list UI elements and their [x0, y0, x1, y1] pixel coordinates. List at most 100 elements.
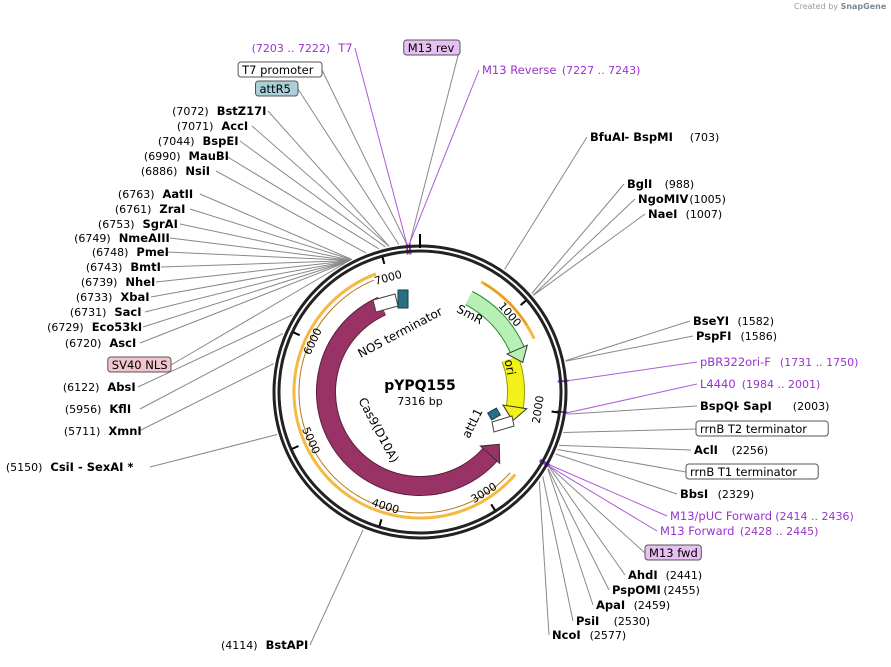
- label-name: BstAPI: [266, 638, 309, 652]
- leader-line: [137, 314, 293, 388]
- site-label-m13-forward: M13 Forward(2428 .. 2445): [660, 524, 818, 538]
- label-position: (5956): [65, 403, 102, 416]
- label-text: T7 promoter: [241, 63, 314, 77]
- label-name: BstZ17I: [217, 104, 267, 118]
- leader-line: [321, 69, 407, 244]
- leader-line: [555, 453, 678, 495]
- site-label-bfuai: BfuAI - BspMI(703): [590, 130, 719, 144]
- site-label-acci: (7071) AccI: [177, 119, 248, 133]
- site-label-maubi: (6990)MauBI: [144, 149, 229, 163]
- label-name: PmeI: [136, 245, 169, 259]
- label-position: (5150): [6, 461, 43, 474]
- label-name: SacI: [114, 305, 141, 319]
- label-position: (2577): [590, 629, 627, 642]
- tick-mark: [381, 256, 386, 265]
- label-box: [695, 420, 829, 437]
- site-label-psii: PsiI(2530): [576, 614, 650, 628]
- credit-text: Created by: [794, 2, 839, 11]
- label-position: (1586): [741, 330, 778, 343]
- snapgene-logo-text: SnapGene: [840, 2, 887, 11]
- feature-smr: [465, 291, 524, 353]
- site-label-t7-promoter: T7 promoter: [237, 61, 323, 78]
- label-name: AbsI: [107, 380, 135, 394]
- label-name: pBR322ori-F: [700, 355, 771, 369]
- leader-line: [189, 208, 352, 261]
- label-name: BspEI: [203, 134, 239, 148]
- label-box: [237, 61, 323, 78]
- label-name: ZraI: [159, 202, 185, 216]
- feature-arrowhead: [479, 443, 501, 465]
- label-position: (2329): [718, 488, 755, 501]
- label-name: AhdI: [628, 568, 658, 582]
- site-label-bstapi: (4114) BstAPI: [221, 638, 308, 652]
- site-label-bmti: (6743) BmtI: [86, 260, 161, 274]
- leader-line: [557, 448, 687, 473]
- label-position: (2003): [793, 400, 830, 413]
- leader-line: [567, 405, 698, 415]
- label-position: (6739): [81, 276, 118, 289]
- attl1-label: attL1: [459, 406, 485, 440]
- leader-line: [150, 260, 349, 298]
- leader-line: [144, 260, 349, 313]
- attl1-arrow: [491, 415, 515, 433]
- leader-line: [547, 468, 610, 591]
- site-label-apai: ApaI (2459): [596, 598, 670, 612]
- leader-line: [409, 69, 480, 244]
- label-name: M13 Reverse: [482, 63, 556, 77]
- site-label-eco53ki: (6729)Eco53kI: [47, 320, 142, 334]
- label-name: KflI: [109, 402, 131, 416]
- label-position: (2455): [663, 584, 700, 597]
- label-name: BbsI: [680, 487, 708, 501]
- site-label-pbr322ori-f: pBR322ori-F(1731 .. 1750): [700, 355, 858, 369]
- label-position: (6761): [115, 203, 152, 216]
- label-extra: - SapI: [735, 399, 772, 413]
- label-name: BmtI: [130, 260, 161, 274]
- label-box: [685, 463, 819, 480]
- site-label-m13-fwd: M13 fwd: [644, 544, 702, 561]
- leader-line: [139, 261, 348, 344]
- label-position: (1007): [686, 208, 723, 221]
- label-position: (7044): [158, 135, 195, 148]
- label-text: rrnB T1 terminator: [690, 465, 797, 479]
- tick-mark: [520, 299, 527, 306]
- site-label-pspfi: PspFI(1586): [696, 329, 777, 343]
- leader-line: [532, 198, 636, 296]
- site-label-bspqi: BspQI - SapI(2003): [700, 399, 829, 413]
- site-label-ncoi: NcoI(2577): [552, 628, 626, 642]
- label-position: (7227 .. 7243): [562, 64, 641, 77]
- site-label-ahdi: AhdI(2441): [628, 568, 702, 582]
- feature-ori: [502, 356, 524, 409]
- label-position: (6743): [86, 261, 123, 274]
- label-name: NaeI: [648, 207, 677, 221]
- leader-line: [139, 333, 284, 410]
- site-label-t7: (7203 .. 7222)T7: [252, 41, 353, 55]
- tick-mark: [551, 410, 559, 414]
- leader-line: [559, 444, 692, 451]
- site-label-bbsi: BbsI (2329): [680, 487, 754, 501]
- leader-line: [549, 464, 668, 517]
- label-position: (6729): [47, 321, 84, 334]
- label-position: (6886): [141, 165, 178, 178]
- label-position: (4114): [221, 639, 258, 652]
- label-name: AccI: [221, 119, 248, 133]
- label-name: ApaI: [596, 598, 625, 612]
- backbone-inner-ring: [277, 249, 563, 535]
- site-label-bspei: (7044) BspEI: [158, 134, 239, 148]
- label-extra: - SexAI *: [78, 460, 133, 474]
- attl1-feature-block: [486, 407, 502, 421]
- label-name: MauBI: [189, 149, 229, 163]
- site-label-m13-puc-forward: M13/pUC Forward(2414 .. 2436): [670, 509, 854, 523]
- label-name: AatII: [163, 187, 194, 201]
- label-name: CsiI: [50, 460, 74, 474]
- site-label-nmeaiii: (6749)NmeAIII: [74, 231, 170, 245]
- label-position: (7072): [172, 105, 209, 118]
- leader-line: [548, 466, 646, 554]
- label-position: (1005): [689, 193, 726, 206]
- label-position: (2459): [634, 599, 671, 612]
- label-position: (2414 .. 2436): [775, 510, 854, 523]
- label-position: (703): [690, 131, 720, 144]
- site-label-absi: (6122)AbsI: [63, 380, 136, 394]
- site-label-sv40-nls: SV40 NLS: [107, 356, 172, 373]
- label-position: (7071): [177, 120, 214, 133]
- leader-line: [251, 125, 390, 247]
